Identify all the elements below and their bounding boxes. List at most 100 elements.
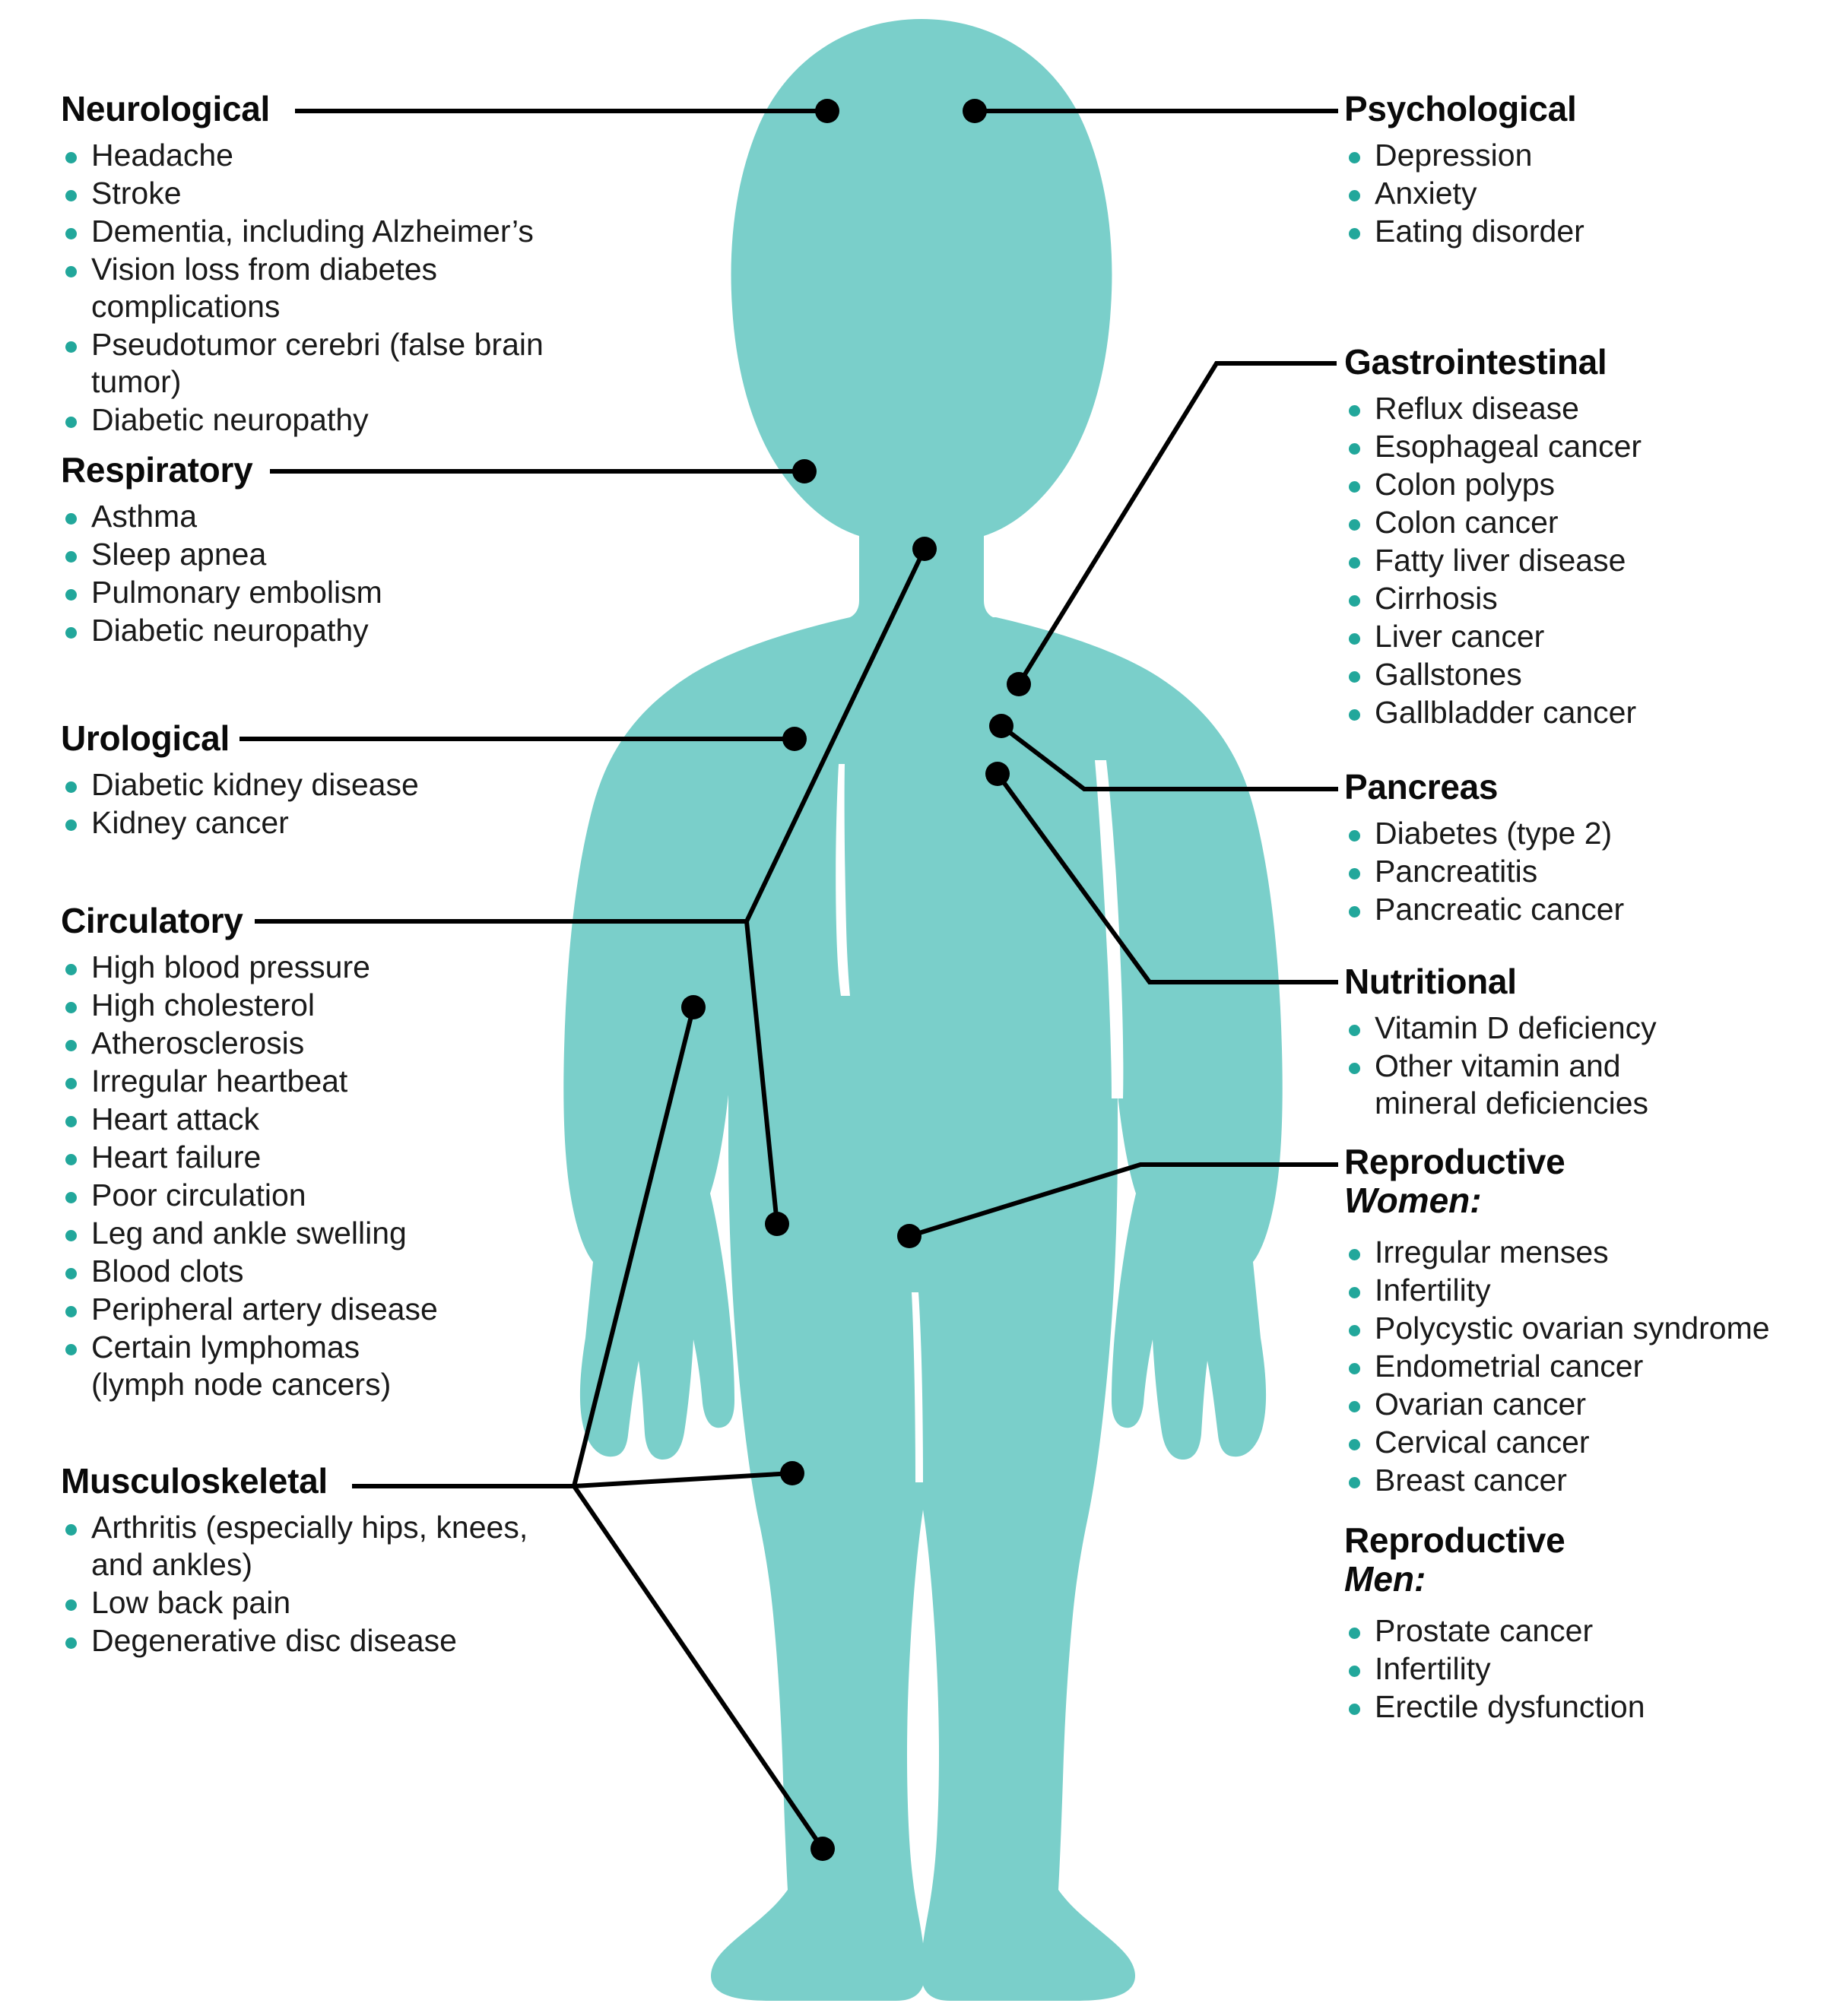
list-item: Low back pain: [61, 1584, 593, 1621]
bullet-icon: [1349, 481, 1360, 493]
list-item-label: Stroke: [91, 176, 182, 211]
list-item: Headache: [61, 137, 593, 174]
list-urological: Diabetic kidney disease Kidney cancer: [61, 766, 593, 842]
list-pancreas: Diabetes (type 2) Pancreatitis Pancreati…: [1344, 815, 1843, 928]
list-item-label: Esophageal cancer: [1375, 429, 1642, 464]
bullet-icon: [1349, 519, 1360, 531]
list-item-label: Heart failure: [91, 1140, 262, 1174]
bullet-icon: [1349, 1325, 1360, 1337]
list-item-label: Fatty liver disease: [1375, 543, 1626, 578]
bullet-icon: [65, 1524, 77, 1536]
list-item-label: Depression: [1375, 138, 1533, 173]
section-pancreas: Pancreas Diabetes (type 2) Pancreatitis …: [1344, 769, 1843, 929]
list-item: Infertility: [1344, 1650, 1843, 1688]
bullet-icon: [65, 1002, 77, 1013]
bullet-icon: [1349, 1249, 1360, 1261]
list-item: Vitamin D deficiency: [1344, 1010, 1843, 1047]
bullet-icon: [65, 627, 77, 639]
list-item: Blood clots: [61, 1253, 593, 1290]
list-item: Atherosclerosis: [61, 1025, 593, 1062]
dot-musculoskeletal-knee: [780, 1461, 804, 1485]
list-item: Fatty liver disease: [1344, 542, 1843, 579]
bullet-icon: [1349, 1477, 1360, 1489]
list-item: Poor circulation: [61, 1177, 593, 1214]
list-item-label: Leg and ankle swelling: [91, 1216, 407, 1250]
bullet-icon: [1349, 228, 1360, 239]
list-item: Gallbladder cancer: [1344, 694, 1843, 731]
connector-endpoint-dots: [681, 99, 1031, 1861]
bullet-icon: [65, 1078, 77, 1089]
heading-neurological: Neurological: [61, 89, 271, 128]
dot-psychological: [963, 99, 987, 123]
bullet-icon: [1349, 152, 1360, 163]
list-item: Irregular heartbeat: [61, 1063, 593, 1100]
list-respiratory: Asthma Sleep apnea Pulmonary embolism Di…: [61, 498, 593, 649]
list-item-label: Gallbladder cancer: [1375, 695, 1637, 730]
list-item-label-line2: mineral deficiencies: [1375, 1086, 1649, 1121]
section-psychological: Psychological Depression Anxiety Eating …: [1344, 91, 1843, 251]
heading-reproductive-men: Reproductive: [1344, 1520, 1565, 1560]
bullet-icon: [1349, 190, 1360, 201]
list-item-label: Vision loss from diabetes complications: [91, 252, 438, 324]
human-silhouette: [563, 19, 1283, 2001]
list-item: Diabetic neuropathy: [61, 401, 593, 439]
section-urological: Urological Diabetic kidney disease Kidne…: [61, 721, 593, 842]
bullet-icon: [1349, 1401, 1360, 1413]
list-item-label: Headache: [91, 138, 233, 173]
bullet-icon: [65, 1192, 77, 1203]
section-neurological: Neurological Headache Stroke Dementia, i…: [61, 91, 593, 439]
list-item: Heart attack: [61, 1101, 593, 1138]
list-item: Degenerative disc disease: [61, 1622, 593, 1659]
list-psychological: Depression Anxiety Eating disorder: [1344, 137, 1843, 250]
list-item-label: Polycystic ovarian syndrome: [1375, 1311, 1770, 1346]
list-item: Pancreatic cancer: [1344, 891, 1843, 928]
list-item-label: Colon polyps: [1375, 467, 1556, 502]
list-item: Peripheral artery disease: [61, 1291, 593, 1328]
list-item-label: Irregular heartbeat: [91, 1063, 348, 1098]
bullet-icon: [65, 417, 77, 428]
list-item-label: Peripheral artery disease: [91, 1292, 438, 1327]
list-reproductive-women: Irregular menses Infertility Polycystic …: [1344, 1234, 1843, 1499]
list-item-label: Infertility: [1375, 1273, 1491, 1308]
bullet-icon: [1349, 405, 1360, 417]
list-item-label: High blood pressure: [91, 949, 370, 984]
bullet-icon: [1349, 595, 1360, 607]
list-item-label: Gallstones: [1375, 657, 1522, 692]
bullet-icon: [1349, 1666, 1360, 1678]
bullet-icon: [65, 341, 77, 353]
list-item: Anxiety: [1344, 175, 1843, 212]
list-item-label: Cervical cancer: [1375, 1425, 1590, 1460]
list-reproductive-men: Prostate cancer Infertility Erectile dys…: [1344, 1612, 1843, 1726]
list-musculoskeletal: Arthritis (especially hips, knees,and an…: [61, 1509, 593, 1659]
list-item-label: Diabetic kidney disease: [91, 767, 419, 802]
connector-pancreas: [1000, 724, 1338, 791]
heading-psychological: Psychological: [1344, 89, 1577, 128]
list-item: Diabetic kidney disease: [61, 766, 593, 804]
bullet-icon: [65, 1637, 77, 1649]
bullet-icon: [65, 1230, 77, 1241]
subheading-women: Women:: [1344, 1181, 1482, 1220]
section-gastrointestinal: Gastrointestinal Reflux disease Esophage…: [1344, 344, 1843, 732]
list-item-label: Liver cancer: [1375, 619, 1545, 654]
list-item-label: Colon cancer: [1375, 505, 1559, 540]
list-item: Esophageal cancer: [1344, 428, 1843, 465]
list-neurological: Headache Stroke Dementia, including Alzh…: [61, 137, 593, 439]
list-item-label: Erectile dysfunction: [1375, 1689, 1645, 1725]
list-item-label: Dementia, including Alzheimer’s: [91, 214, 534, 249]
list-item: Infertility: [1344, 1272, 1843, 1309]
connector-musculoskeletal-branch-ankle: [572, 1485, 825, 1850]
list-item: High cholesterol: [61, 987, 593, 1024]
dot-musculoskeletal-hip: [681, 995, 706, 1019]
dot-neurological: [815, 99, 839, 123]
list-item: Polycystic ovarian syndrome: [1344, 1310, 1843, 1347]
list-item-label: Eating disorder: [1375, 214, 1584, 249]
list-item: Sleep apnea: [61, 536, 593, 573]
bullet-icon: [1349, 671, 1360, 683]
list-item: Pancreatitis: [1344, 853, 1843, 890]
list-item-label: Other vitamin and: [1375, 1048, 1621, 1083]
section-reproductive-men: Reproductive Men: Prostate cancer Infert…: [1344, 1523, 1843, 1726]
list-item: Liver cancer: [1344, 618, 1843, 655]
